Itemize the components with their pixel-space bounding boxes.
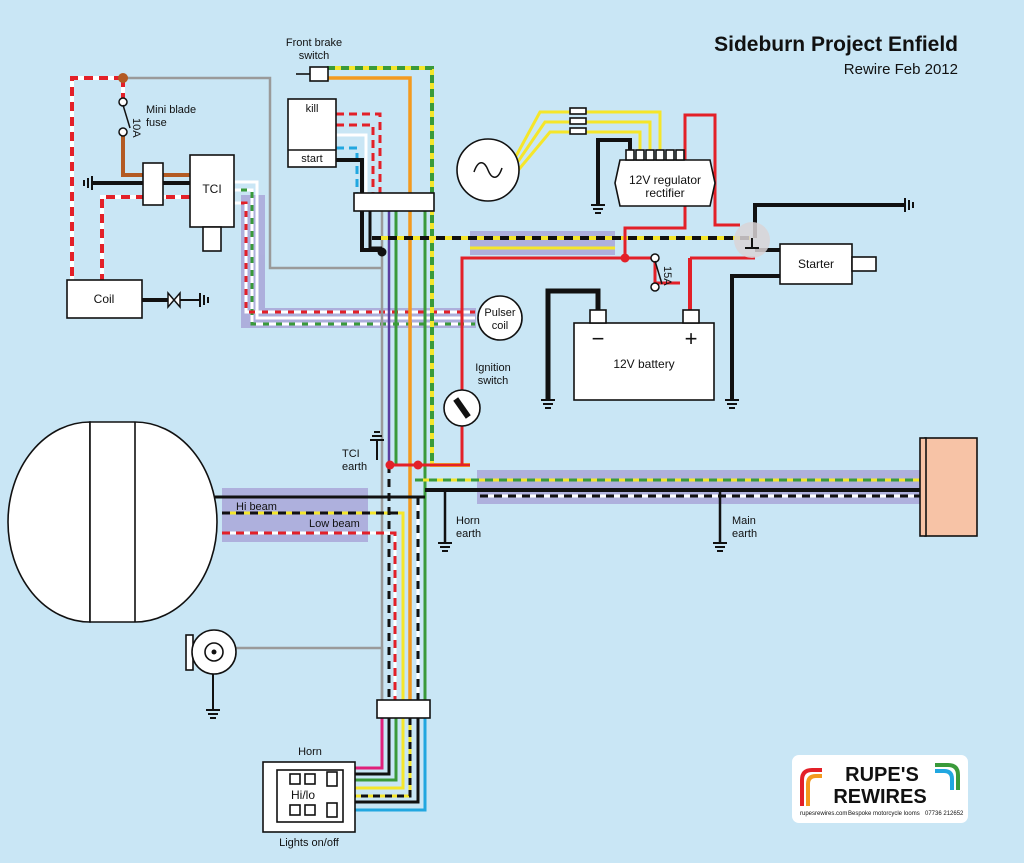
logo-tagline: Bespoke motorcycle looms: [848, 811, 920, 817]
starter-fuse: 15A: [650, 253, 673, 292]
lights-onoff-label: Lights on/off: [279, 837, 340, 849]
horn-label: Horn: [298, 746, 322, 758]
main-earth-label-line2: earth: [732, 528, 757, 540]
earth-symbols: [83, 176, 914, 719]
tci-unit: TCI: [189, 154, 235, 252]
fuse-rating: 10A: [130, 118, 142, 138]
pulser-label-line1: Pulser: [484, 307, 516, 319]
horn-earth-label-line1: Horn: [456, 515, 480, 527]
kill-start-switch: kill start: [287, 98, 337, 168]
earth-icon: [199, 293, 209, 307]
front-brake-label-line2: switch: [299, 50, 330, 62]
main-earth-label-line1: Main: [732, 515, 756, 527]
earth-icon: [83, 176, 93, 190]
low-beam-label: Low beam: [309, 518, 360, 530]
horn-unit: [185, 629, 237, 675]
pulser-coil: Pulser coil: [477, 295, 523, 341]
alternator: [456, 107, 587, 202]
battery-label: 12V battery: [613, 357, 674, 371]
ignition-label-line2: switch: [478, 375, 509, 387]
earth-icon: [370, 431, 384, 460]
starter-fuse-rating: 15A: [661, 266, 673, 286]
junction-dots: [118, 73, 630, 470]
ignition-label-line1: Ignition: [475, 362, 510, 374]
rupes-rewires-logo: RUPE'S REWIRES rupesrewires.com Bespoke …: [792, 755, 968, 823]
handlebar-switchgear: Horn Hi/lo Lights on/off: [262, 746, 356, 849]
tail-light: [919, 437, 978, 537]
ac-sine-icon: [473, 162, 503, 178]
logo-line1: RUPE'S: [845, 764, 919, 786]
battery-negative-sign: −: [592, 326, 605, 351]
ignition-switch: Ignition switch: [443, 362, 511, 427]
earth-icon: [541, 399, 555, 409]
key-icon: [453, 397, 471, 419]
horn-button-icon: [289, 773, 301, 785]
connector-block: [142, 162, 164, 206]
fuse-label-line1: Mini blade: [146, 104, 196, 116]
earth-icon: [591, 204, 605, 214]
diagram-subtitle: Rewire Feb 2012: [844, 61, 958, 78]
coil: Coil: [66, 279, 200, 319]
regulator-label-line1: 12V regulator: [629, 173, 701, 187]
start-label: start: [301, 153, 322, 165]
tci-earth-label-line2: earth: [342, 461, 367, 473]
starter-splice-earth-icon: [745, 238, 759, 249]
hilo-label: Hi/lo: [291, 788, 315, 802]
tci-earth-label-line1: TCI: [342, 448, 360, 460]
fuse-label-line2: fuse: [146, 117, 167, 129]
logo-phone: 07736 212652: [925, 811, 964, 817]
earth-icon: [206, 670, 220, 719]
logo-line2: REWIRES: [833, 786, 926, 808]
earth-icon: [904, 198, 914, 212]
horn-earth-label-line2: earth: [456, 528, 481, 540]
lower-connector: [376, 699, 431, 719]
kill-label: kill: [306, 103, 319, 115]
coil-label: Coil: [94, 292, 115, 306]
earth-icon: [725, 399, 739, 409]
mini-blade-fuse: 10A Mini blade fuse: [118, 97, 196, 138]
pulser-label-line2: coil: [492, 320, 509, 332]
earth-icon: [438, 542, 452, 552]
diagram-title: Sideburn Project Enfield: [714, 33, 958, 56]
tci-label: TCI: [202, 182, 221, 196]
upper-connector: [353, 192, 435, 212]
front-brake-label-line1: Front brake: [286, 37, 342, 49]
front-brake-switch: Front brake switch: [286, 37, 342, 82]
logo-website: rupesrewires.com: [800, 811, 847, 817]
starter-label: Starter: [798, 257, 834, 271]
wires: [70, 66, 920, 812]
starter-motor: Starter: [779, 243, 877, 285]
regulator-label-line2: rectifier: [645, 186, 684, 200]
regulator-rectifier: 12V regulator rectifier: [614, 149, 716, 207]
spark-plug-icon: [167, 290, 181, 310]
battery-positive-sign: +: [685, 326, 698, 351]
battery: − + 12V battery: [573, 309, 715, 401]
earth-icon: [713, 542, 727, 552]
hi-beam-label: Hi beam: [236, 501, 277, 513]
headlight: Hi beam Low beam: [7, 421, 360, 623]
